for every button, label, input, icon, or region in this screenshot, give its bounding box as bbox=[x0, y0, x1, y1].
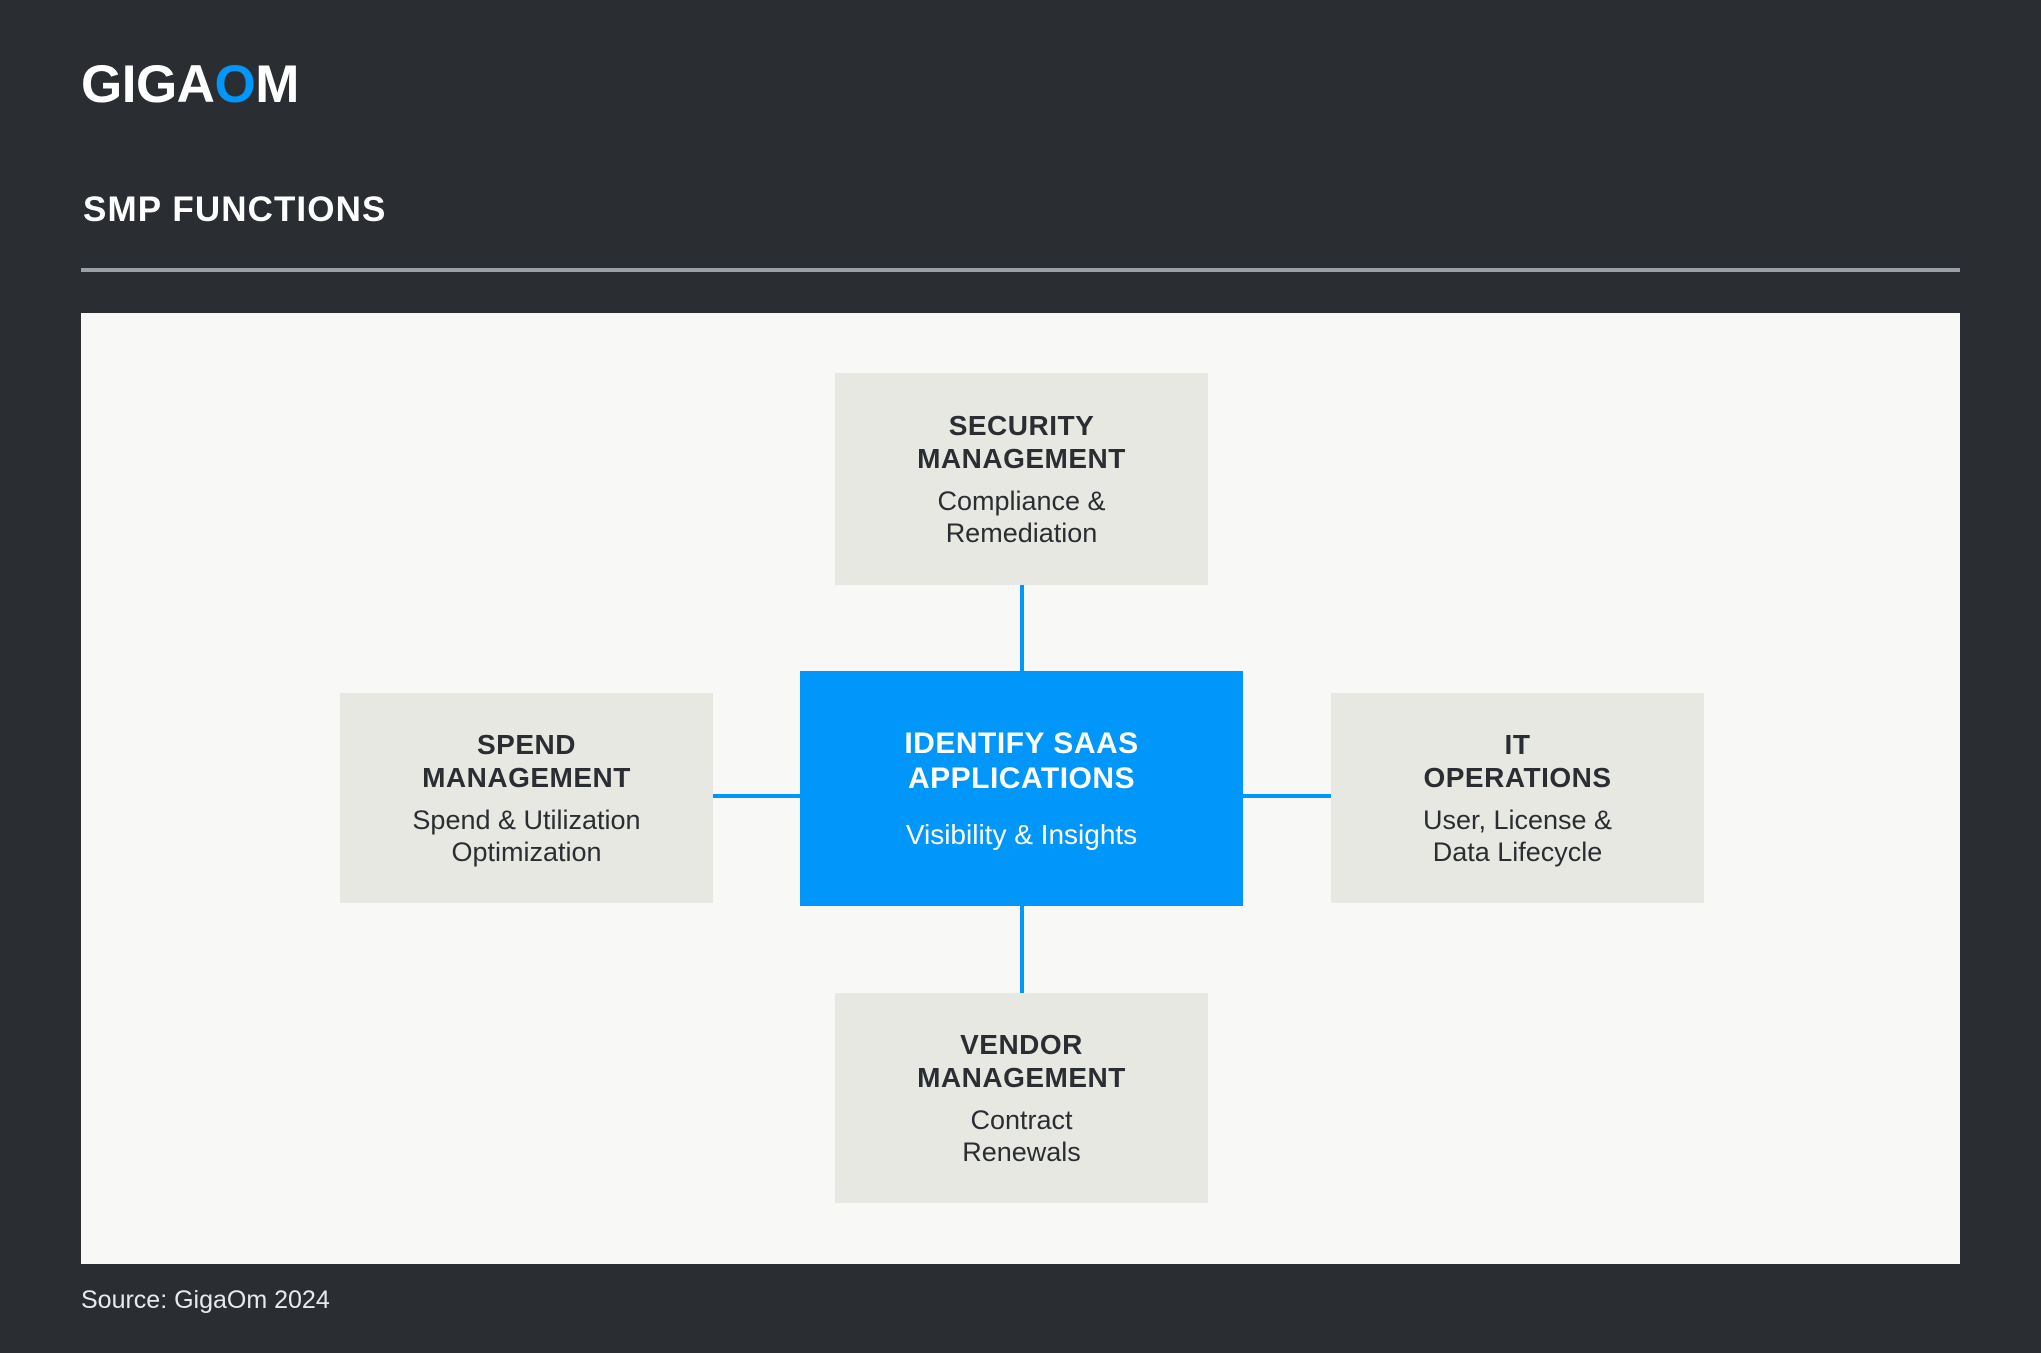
logo-text-before: GIGA bbox=[81, 55, 215, 114]
node-identify-saas-applications-subtitle: Visibility & Insights bbox=[905, 819, 1138, 851]
node-it-operations-title: IT OPERATIONS bbox=[1423, 728, 1612, 793]
node-identify-saas-applications[interactable]: IDENTIFY SAAS APPLICATIONS Visibility & … bbox=[800, 671, 1243, 906]
node-it-operations-subtitle: User, License & Data Lifecycle bbox=[1422, 804, 1613, 867]
logo-text-after: M bbox=[255, 55, 299, 114]
node-spend-management-title: SPEND MANAGEMENT bbox=[422, 728, 631, 793]
node-security-management-subtitle: Compliance & Remediation bbox=[937, 485, 1106, 548]
title-divider bbox=[81, 268, 1960, 272]
gigaom-logo: GIGAOM bbox=[81, 58, 299, 111]
connector-center-to-itops bbox=[1242, 794, 1332, 798]
source-caption: Source: GigaOm 2024 bbox=[81, 1286, 330, 1314]
node-security-management-title: SECURITY MANAGEMENT bbox=[917, 409, 1126, 474]
node-vendor-management-title: VENDOR MANAGEMENT bbox=[917, 1028, 1126, 1093]
node-it-operations[interactable]: IT OPERATIONS User, License & Data Lifec… bbox=[1331, 693, 1704, 903]
node-vendor-management-subtitle: Contract Renewals bbox=[962, 1104, 1081, 1167]
page-title: SMP FUNCTIONS bbox=[83, 190, 387, 229]
node-spend-management[interactable]: SPEND MANAGEMENT Spend & Utilization Opt… bbox=[340, 693, 713, 903]
connector-center-to-spend bbox=[712, 794, 802, 798]
connector-center-to-vendor bbox=[1020, 905, 1024, 994]
node-identify-saas-applications-title: IDENTIFY SAAS APPLICATIONS bbox=[904, 726, 1139, 795]
node-spend-management-subtitle: Spend & Utilization Optimization bbox=[412, 804, 641, 867]
node-security-management[interactable]: SECURITY MANAGEMENT Compliance & Remedia… bbox=[835, 373, 1208, 585]
node-vendor-management[interactable]: VENDOR MANAGEMENT Contract Renewals bbox=[835, 993, 1208, 1203]
connector-center-to-security bbox=[1020, 584, 1024, 672]
logo-o-glyph: O bbox=[214, 55, 256, 114]
